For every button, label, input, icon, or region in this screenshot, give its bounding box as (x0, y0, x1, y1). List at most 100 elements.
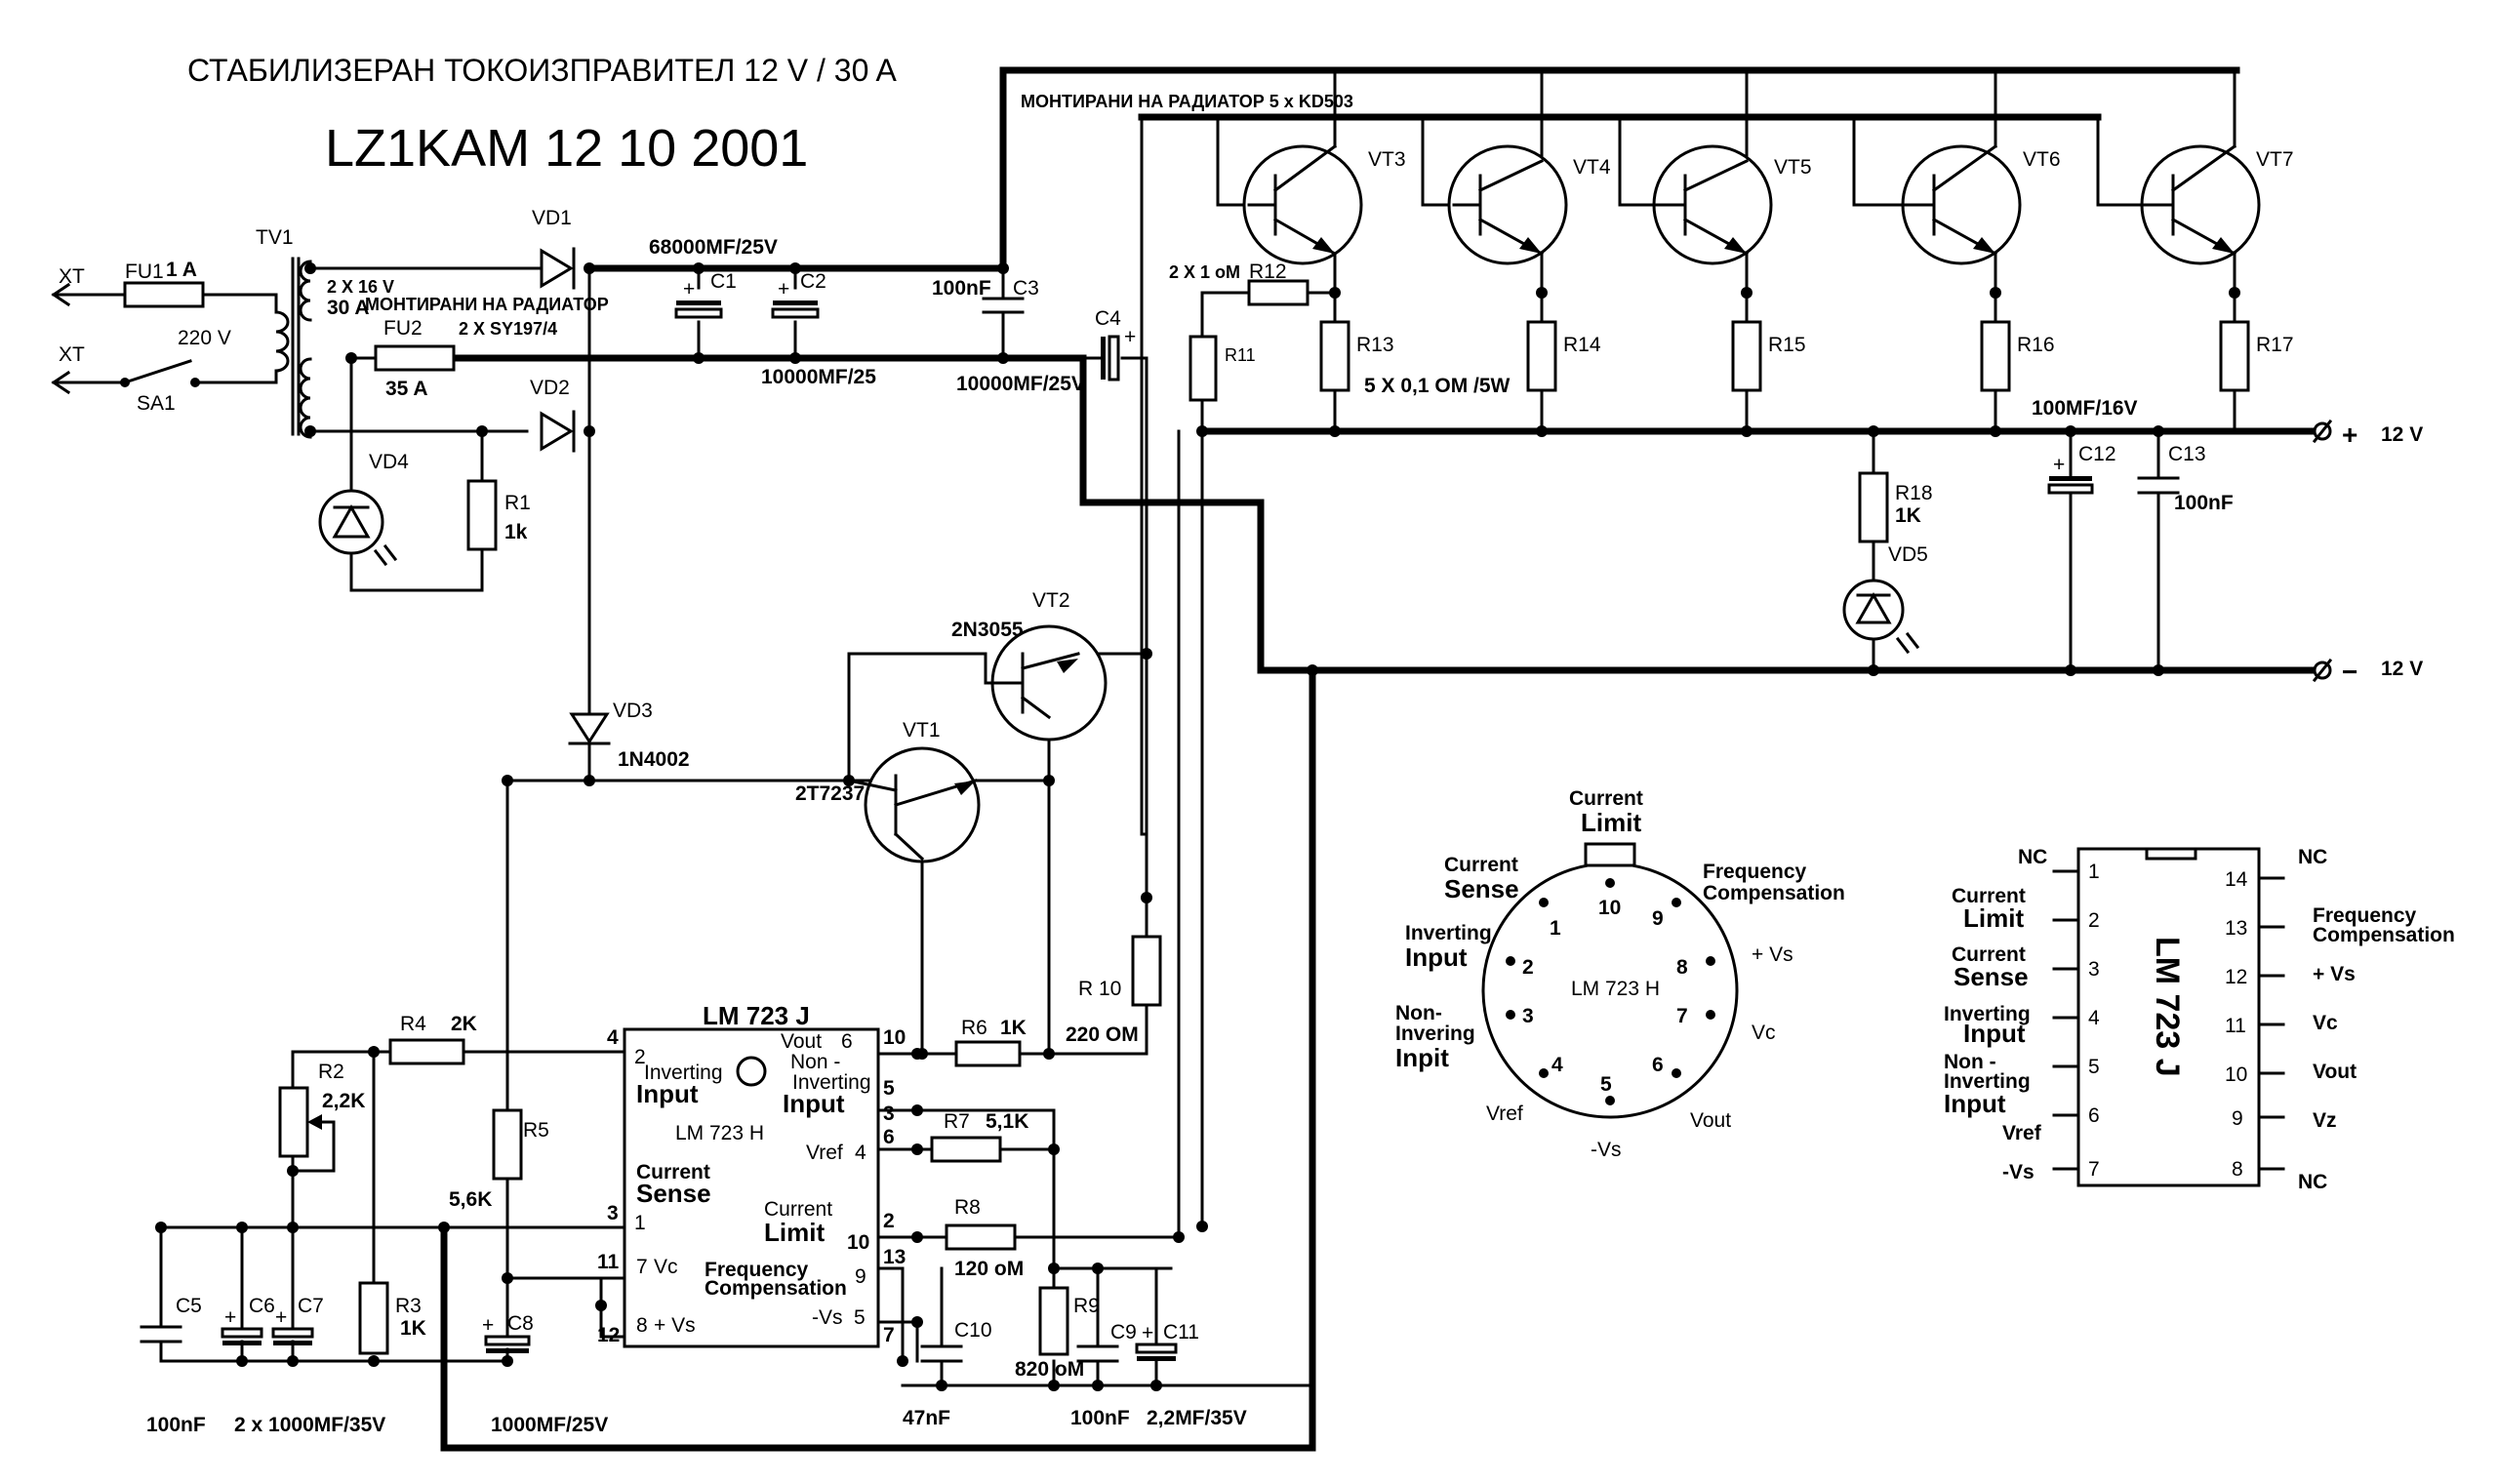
dip-pin14-fn: NC (2298, 846, 2327, 868)
tv1-current: 30 A (327, 297, 370, 319)
ic-pin-10a: 10 (883, 1026, 906, 1049)
ic-pin-h6: 6 (841, 1030, 853, 1053)
c2-label: C2 (800, 270, 826, 293)
dip-pin-8: 8 (2232, 1158, 2243, 1181)
resistor-r18: R18 1K (1858, 471, 1933, 543)
vt2-value: 2N3055 (951, 619, 1024, 641)
resistor-r13 (1319, 320, 1350, 392)
dip-pin-10: 10 (2225, 1063, 2247, 1086)
resistor-r17 (2219, 320, 2250, 392)
to-pin8-fn: + Vs (1752, 943, 1793, 966)
dip-pin-11: 11 (2225, 1015, 2246, 1037)
vt4-label: VT4 (1573, 156, 1611, 179)
capacitor-c4: + C4 10000MF/25V (956, 307, 1136, 395)
c9-value: 100nF (1070, 1407, 1130, 1429)
fuse-fu2: FU2 35 A (374, 317, 456, 400)
vt5-label: VT5 (1774, 156, 1812, 179)
minus-voltage: 12 V (2381, 658, 2423, 680)
r4-value: 2K (451, 1013, 477, 1035)
dip-pin8-fn: NC (2298, 1171, 2327, 1193)
transistor-vt6: VT6 (1896, 143, 2061, 265)
r8-label: R8 (954, 1196, 981, 1219)
r17-label: R17 (2256, 334, 2294, 356)
c11-value: 2,2MF/35V (1147, 1407, 1247, 1429)
to-fc-l1: Frequency (1703, 861, 1807, 883)
vd2-label: VD2 (530, 377, 570, 399)
dip-pin11-fn: Vc (2313, 1012, 2338, 1034)
ic-cl-l2: Limit (764, 1218, 825, 1247)
ic-pin-h9: 9 (855, 1265, 866, 1288)
r3-label: R3 (395, 1295, 422, 1317)
to-ii-l1: Inverting (1405, 922, 1492, 944)
ic-fc-l1: Frequency (705, 1259, 809, 1281)
c10-value: 47nF (903, 1407, 950, 1429)
r18-label: R18 (1895, 482, 1933, 504)
resistor-r4: R4 2K (388, 1013, 477, 1065)
dip-pin-4: 4 (2088, 1007, 2100, 1029)
r3-value: 1K (400, 1317, 426, 1340)
to-pin4-fn: Vref (1486, 1103, 1523, 1125)
to-pin-6: 6 (1652, 1054, 1664, 1076)
svg-text:+: + (683, 278, 695, 301)
diode-vd3: VD3 1N4002 (568, 681, 690, 771)
c13-value: 100nF (2174, 492, 2234, 514)
dip-pin-3: 3 (2088, 958, 2100, 981)
r1-label: R1 (504, 492, 531, 514)
dip-pin-2: 2 (2088, 909, 2100, 932)
ic-pin-2: 2 (883, 1210, 895, 1232)
ic-pin-3: 3 (607, 1202, 619, 1224)
r9-label: R9 (1073, 1295, 1100, 1317)
ic-pin-12: 12 (597, 1324, 620, 1346)
ic-inv-l1: Inverting (644, 1062, 723, 1084)
diode-vd2: VD2 (530, 377, 576, 453)
dip-pin1-fn: NC (2018, 846, 2047, 868)
transistor-vt5: VT5 (1652, 144, 1812, 265)
ic-fc-l2: Compensation (705, 1277, 847, 1300)
dip-pin5-l1: Non - (1944, 1051, 1996, 1073)
c9-label: C9 (1110, 1321, 1137, 1344)
minus-sign: − (2342, 657, 2357, 687)
dip-pin4-l1: Inverting (1944, 1003, 2031, 1025)
fu1-label: FU1 (125, 261, 164, 283)
r15-label: R15 (1768, 334, 1806, 356)
r4-label: R4 (400, 1013, 426, 1035)
to-pin-2: 2 (1522, 956, 1534, 979)
resistor-r14 (1526, 320, 1557, 392)
to-name: LM 723 H (1571, 978, 1660, 1000)
plus-sign: + (2342, 420, 2357, 450)
to-pin-5: 5 (1600, 1073, 1612, 1096)
ic-pin-h1: 1 (634, 1212, 646, 1234)
power-bus (440, 66, 2321, 1452)
ic-vout: Vout (781, 1030, 822, 1053)
pinout-lm723h: Current Limit LM 723 H 10 9 8 + Vs 7 Vc … (1395, 787, 1845, 1161)
ic-pin-h8: 8 (636, 1314, 648, 1337)
r5-value: 5,6K (449, 1188, 492, 1211)
to-ni-l1: Non- (1395, 1002, 1442, 1024)
to-pin7-fn: Vc (1752, 1022, 1776, 1044)
vt2-label: VT2 (1032, 589, 1070, 612)
dip-pin3-l1: Current (1952, 943, 2026, 966)
r14-label: R14 (1563, 334, 1601, 356)
ic-pin-7: 7 (883, 1324, 895, 1346)
transistor-vt4: VT4 (1447, 144, 1611, 265)
fuse-fu1: FU1 1 A (123, 259, 205, 308)
capacitor-c7: + C7 (271, 1295, 324, 1345)
vd5-label: VD5 (1888, 543, 1928, 566)
r2-value: 2,2K (322, 1090, 365, 1112)
vd3-value: 1N4002 (618, 748, 690, 771)
capacitor-c8: + C8 1000MF/25V (482, 1312, 608, 1436)
ic-pin-10b: 10 (847, 1231, 869, 1254)
dip-pin-12: 12 (2225, 966, 2247, 988)
c1-value: 68000MF/25V (649, 236, 778, 259)
capacitor-c11: + C11 2,2MF/35V (1135, 1321, 1247, 1429)
c12-label: C12 (2078, 443, 2116, 465)
ic-inv-l2: Input (636, 1079, 699, 1108)
dip-pin-13: 13 (2225, 917, 2247, 940)
to-pin-10: 10 (1598, 897, 1621, 919)
resistor-r11: R11 (1189, 335, 1256, 402)
resistor-r8: R8 120 oM (945, 1196, 1024, 1280)
to-pin5-fn: -Vs (1591, 1139, 1622, 1161)
vt3-label: VT3 (1368, 148, 1406, 171)
c4-value: 10000MF/25V (956, 373, 1085, 395)
